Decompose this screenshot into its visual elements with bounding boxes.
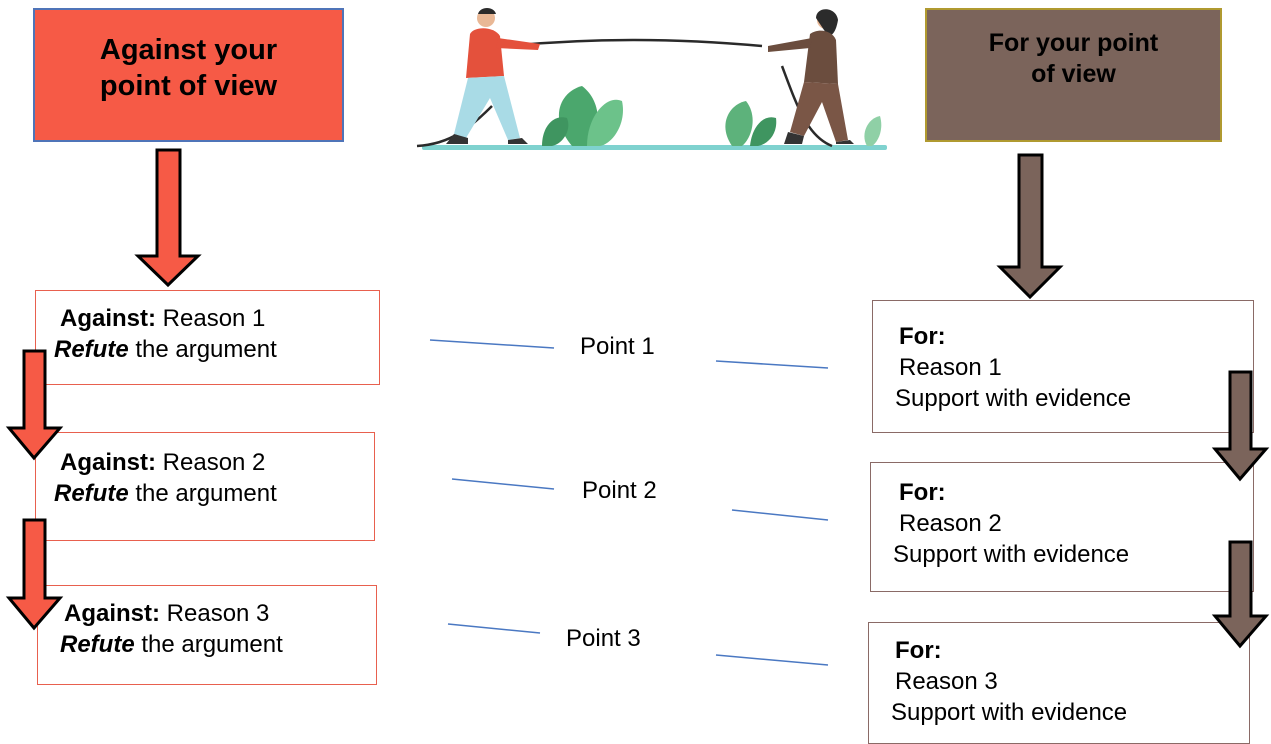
against-label: Against: [60, 305, 156, 332]
against-header-line-1: Against your [99, 34, 278, 66]
for-label: For: [899, 479, 946, 506]
against-reason-line-2: Against: Reason 2 [60, 447, 374, 478]
for-reason: Reason 1 [899, 354, 1002, 382]
against-header-line-2: point of view [99, 70, 278, 103]
plant-right-icon [725, 101, 882, 146]
for-step-arrow-2 [1211, 540, 1270, 649]
against-reason-box-3: Against: Reason 3 Refute the argument [37, 585, 377, 685]
refute-word: Refute [54, 336, 129, 364]
connector-line [715, 360, 829, 369]
against-header-box: Against your point of view [33, 8, 344, 142]
tug-of-war-illustration [416, 8, 887, 150]
point-label-2: Point 2 [582, 477, 657, 504]
refute-word: Refute [60, 631, 135, 659]
against-label: Against: [64, 600, 160, 627]
against-reason-box-2: Against: Reason 2 Refute the argument [35, 432, 375, 541]
for-header-line-2: of view [1031, 60, 1116, 89]
refute-line-2: Refute the argument [54, 478, 374, 509]
against-reason-line-3: Against: Reason 3 [64, 598, 376, 629]
connector-line [715, 654, 829, 666]
refute-line-3: Refute the argument [60, 629, 376, 660]
for-reason: Reason 3 [895, 668, 998, 696]
refute-rest: the argument [128, 336, 277, 364]
connector-line [451, 478, 555, 490]
against-label: Against: [60, 449, 156, 476]
against-reason: Reason 2 [156, 449, 266, 476]
for-reason: Reason 2 [899, 510, 1002, 538]
point-label-1: Point 1 [580, 333, 655, 360]
for-reason-box-2: For: Reason 2 Support with evidence [870, 462, 1254, 592]
support-line: Support with evidence [893, 541, 1130, 569]
refute-word: Refute [54, 480, 129, 508]
connector-line [447, 623, 541, 634]
for-label: For: [899, 323, 946, 350]
against-reason: Reason 1 [156, 305, 266, 332]
against-reason-line-1: Against: Reason 1 [60, 303, 379, 334]
refute-line-1: Refute the argument [54, 334, 379, 365]
connector-line [429, 339, 555, 349]
support-line: Support with evidence [895, 385, 1132, 413]
refute-rest: the argument [134, 631, 283, 659]
against-reason-box-1: Against: Reason 1 Refute the argument [35, 290, 380, 385]
for-label: For: [895, 637, 942, 664]
against-down-arrow [134, 148, 202, 288]
for-header-box: For your point of view [925, 8, 1222, 142]
man-pulling-icon [446, 8, 540, 144]
for-reason-box-3: For: Reason 3 Support with evidence [868, 622, 1250, 744]
for-header-line-1: For your point [988, 29, 1159, 57]
for-reason-box-1: For: Reason 1 Support with evidence [872, 300, 1254, 433]
point-label-3: Point 3 [566, 625, 641, 652]
support-line: Support with evidence [891, 699, 1128, 727]
against-reason: Reason 3 [160, 600, 270, 627]
connector-lines [429, 339, 829, 666]
for-step-arrow-1 [1211, 370, 1270, 482]
for-down-arrow [996, 153, 1064, 300]
against-step-arrow-2 [5, 518, 64, 631]
plant-left-icon [542, 86, 623, 146]
against-step-arrow-1 [5, 349, 64, 461]
refute-rest: the argument [128, 480, 277, 508]
connector-line [731, 509, 829, 521]
ground-line [422, 145, 887, 150]
woman-pulling-icon [768, 9, 854, 144]
